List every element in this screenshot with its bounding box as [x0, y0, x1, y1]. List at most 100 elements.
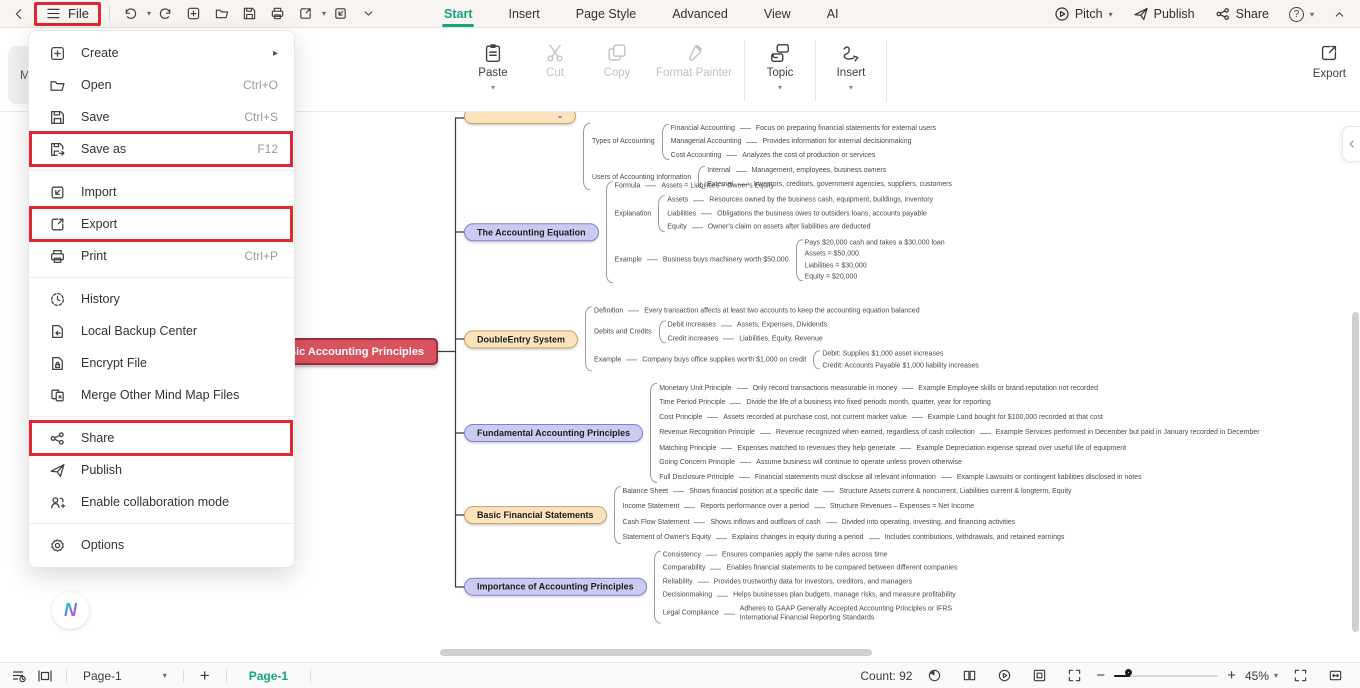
- save-button-quick[interactable]: [237, 3, 263, 25]
- menu-item-encrypt-file[interactable]: Encrypt File: [29, 347, 294, 379]
- mindmap-text-node[interactable]: Consistency: [662, 551, 701, 559]
- mindmap-text-node[interactable]: Assets = Liabilities + Owner's Equity: [661, 182, 774, 190]
- mindmap-text-node[interactable]: Example Lawsuits or contingent liabiliti…: [956, 473, 1142, 481]
- file-menu-button[interactable]: File: [34, 1, 101, 26]
- mindmap-text-node[interactable]: Monetary Unit Principle: [659, 384, 732, 392]
- mindmap-text-node[interactable]: Only record transactions measurable in m…: [752, 384, 898, 392]
- mindmap-text-node[interactable]: Provides information for internal decisi…: [762, 138, 912, 146]
- publish-button[interactable]: Publish: [1125, 6, 1203, 22]
- mindmap-text-node[interactable]: Owner's claim on assets after liabilitie…: [707, 223, 871, 231]
- presentation-button[interactable]: [991, 666, 1017, 686]
- mindmap-text-node[interactable]: Reports performance over a period: [700, 503, 809, 511]
- mindmap-text-node[interactable]: Types of Accounting: [592, 138, 655, 146]
- menu-item-import[interactable]: Import: [29, 176, 294, 208]
- mindmap-text-node[interactable]: Example: [614, 256, 642, 264]
- mindmap-text-node[interactable]: Ensures companies apply the same rules a…: [721, 551, 888, 559]
- mindmap-text-node[interactable]: Time Period Principle: [659, 399, 726, 407]
- menu-item-enable-collaboration-mode[interactable]: Enable collaboration mode: [29, 486, 294, 518]
- menu-item-share[interactable]: Share: [29, 420, 294, 456]
- mindmap-text-node[interactable]: Going Concern Principle: [659, 459, 736, 467]
- mindmap-text-node[interactable]: Internal: [707, 167, 731, 175]
- menu-item-export[interactable]: Export: [29, 206, 294, 242]
- task-progress-button[interactable]: [921, 666, 947, 686]
- tab-start[interactable]: Start: [430, 0, 486, 28]
- mindmap-text-node[interactable]: Divided into operating, investing, and f…: [841, 519, 1016, 526]
- menu-item-options[interactable]: Options: [29, 529, 294, 561]
- mindmap-text-node[interactable]: Helps businesses plan budgets, manage ri…: [733, 592, 956, 599]
- mindmap-text-node[interactable]: Includes contributions, withdrawals, and…: [884, 534, 1065, 542]
- export-button[interactable]: Export: [1313, 42, 1346, 80]
- pitch-button[interactable]: Pitch▾: [1046, 6, 1121, 22]
- page-select-dropdown[interactable]: Page-1▾: [75, 669, 175, 683]
- right-panel-collapse-tab[interactable]: [1342, 126, 1360, 162]
- mindmap-text-node[interactable]: Example Depreciation expense spread over…: [916, 444, 1127, 452]
- mindmap-text-node[interactable]: Shows inflows and outflows of cash: [710, 519, 821, 526]
- mindmap-topic-pill[interactable]: DoubleEntry System: [464, 330, 579, 348]
- mindmap-text-node[interactable]: Focus on preparing financial statements …: [755, 125, 937, 132]
- menu-item-history[interactable]: History: [29, 283, 294, 315]
- mindmap-topic-pill[interactable]: The Accounting Equation: [464, 223, 599, 241]
- horizontal-scrollbar[interactable]: [440, 649, 872, 656]
- slide-view-button[interactable]: [32, 666, 58, 686]
- mindmap-text-node[interactable]: Statement of Owner's Equity: [622, 534, 712, 542]
- undo-dropdown[interactable]: ▾: [146, 9, 151, 18]
- mindmap-text-node[interactable]: Enables financial statements to be compa…: [726, 565, 958, 573]
- mindmap-text-node[interactable]: Analyzes the cost of production or servi…: [742, 151, 876, 159]
- zoom-out-button[interactable]: −: [1096, 667, 1106, 684]
- mindmap-text-node[interactable]: Example Services performed in December b…: [995, 429, 1260, 437]
- paste-button[interactable]: Paste▾: [462, 36, 524, 92]
- add-page-button[interactable]: +: [199, 665, 210, 685]
- tab-advanced[interactable]: Advanced: [672, 7, 728, 21]
- mindmap-text-node[interactable]: Business buys machinery worth $50,000: [662, 256, 789, 264]
- back-button[interactable]: [6, 3, 32, 25]
- tab-page-style[interactable]: Page Style: [575, 7, 637, 21]
- mindmap-text-node[interactable]: Assets, Expenses, Dividends: [736, 321, 828, 329]
- open-file-button[interactable]: [209, 3, 235, 25]
- topic-button[interactable]: Topic▾: [749, 36, 811, 92]
- mindmap-text-node[interactable]: Adheres to GAAP Generally Accepted Accou…: [739, 605, 953, 622]
- zoom-in-button[interactable]: +: [1227, 667, 1236, 684]
- mindmap-text-node[interactable]: Debit: Supplies $1,000 asset increases: [822, 350, 944, 358]
- mindmap-text-node[interactable]: Equity = $20,000: [804, 273, 858, 281]
- mindmap-text-node[interactable]: Revenue Recognition Principle: [659, 429, 755, 437]
- mindmap-topic-pill[interactable]: Fundamental Accounting Principles: [464, 424, 644, 442]
- mindmap-text-node[interactable]: Definition: [594, 307, 624, 315]
- help-dropdown[interactable]: ▾: [1309, 9, 1314, 19]
- zoom-level[interactable]: 45%▾: [1245, 669, 1278, 683]
- mindmap-text-node[interactable]: Assets = $50,000: [804, 250, 859, 258]
- menu-item-local-backup-center[interactable]: Local Backup Center: [29, 315, 294, 347]
- fit-width-button[interactable]: [1322, 666, 1348, 686]
- undo-button[interactable]: [118, 3, 144, 25]
- mindmap-text-node[interactable]: Liabilities, Equity, Revenue: [739, 335, 823, 343]
- mindmap-text-node[interactable]: Company buys office supplies worth $1,00…: [642, 356, 807, 364]
- mindmap-topic-pill[interactable]: Importance of Accounting Principles: [464, 578, 647, 596]
- mindmap-text-node[interactable]: Expenses matched to revenues they help g…: [737, 444, 896, 452]
- tab-ai[interactable]: AI: [826, 7, 839, 21]
- mindmap-text-node[interactable]: Divide the life of a business into fixed…: [746, 399, 991, 407]
- dropdown-caret[interactable]: ▾: [777, 83, 782, 92]
- collapse-ribbon-button[interactable]: [1326, 3, 1352, 25]
- mindmap-text-node[interactable]: Investors, creditors, government agencie…: [753, 180, 952, 188]
- vertical-scrollbar[interactable]: [1352, 312, 1359, 632]
- zoom-slider-knob[interactable]: [1125, 669, 1133, 676]
- mindmap-text-node[interactable]: Reliability: [662, 578, 693, 586]
- mindmap-text-node[interactable]: Credit increases: [667, 335, 719, 343]
- mindmap-text-node[interactable]: Shows financial position at a specific d…: [689, 488, 819, 496]
- pitch-dropdown[interactable]: ▾: [1108, 9, 1113, 19]
- fullscreen-button[interactable]: [1287, 666, 1313, 686]
- dropdown-caret[interactable]: ▾: [848, 83, 853, 92]
- mindmap-text-node[interactable]: Managerial Accounting: [670, 138, 742, 146]
- new-file-button[interactable]: [181, 3, 207, 25]
- mindmap-text-node[interactable]: Assume business will continue to operate…: [756, 459, 962, 467]
- mindmap-text-node[interactable]: Credit: Accounts Payable $1,000 liabilit…: [822, 362, 979, 370]
- mindmap-text-node[interactable]: Income Statement: [622, 503, 680, 511]
- mindmap-text-node[interactable]: Cost Accounting: [670, 151, 722, 159]
- mindmap-text-node[interactable]: Resources owned by the business cash, eq…: [709, 196, 934, 204]
- mindmap-text-node[interactable]: Assets recorded at purchase cost, not cu…: [723, 413, 907, 421]
- mindmap-text-node[interactable]: Legal Compliance: [662, 610, 719, 618]
- insert-button[interactable]: Insert▾: [820, 36, 882, 92]
- zoom-slider[interactable]: [1114, 669, 1219, 677]
- mindmap-text-node[interactable]: Pays $20,000 cash and takes a $30,000 lo…: [804, 239, 945, 246]
